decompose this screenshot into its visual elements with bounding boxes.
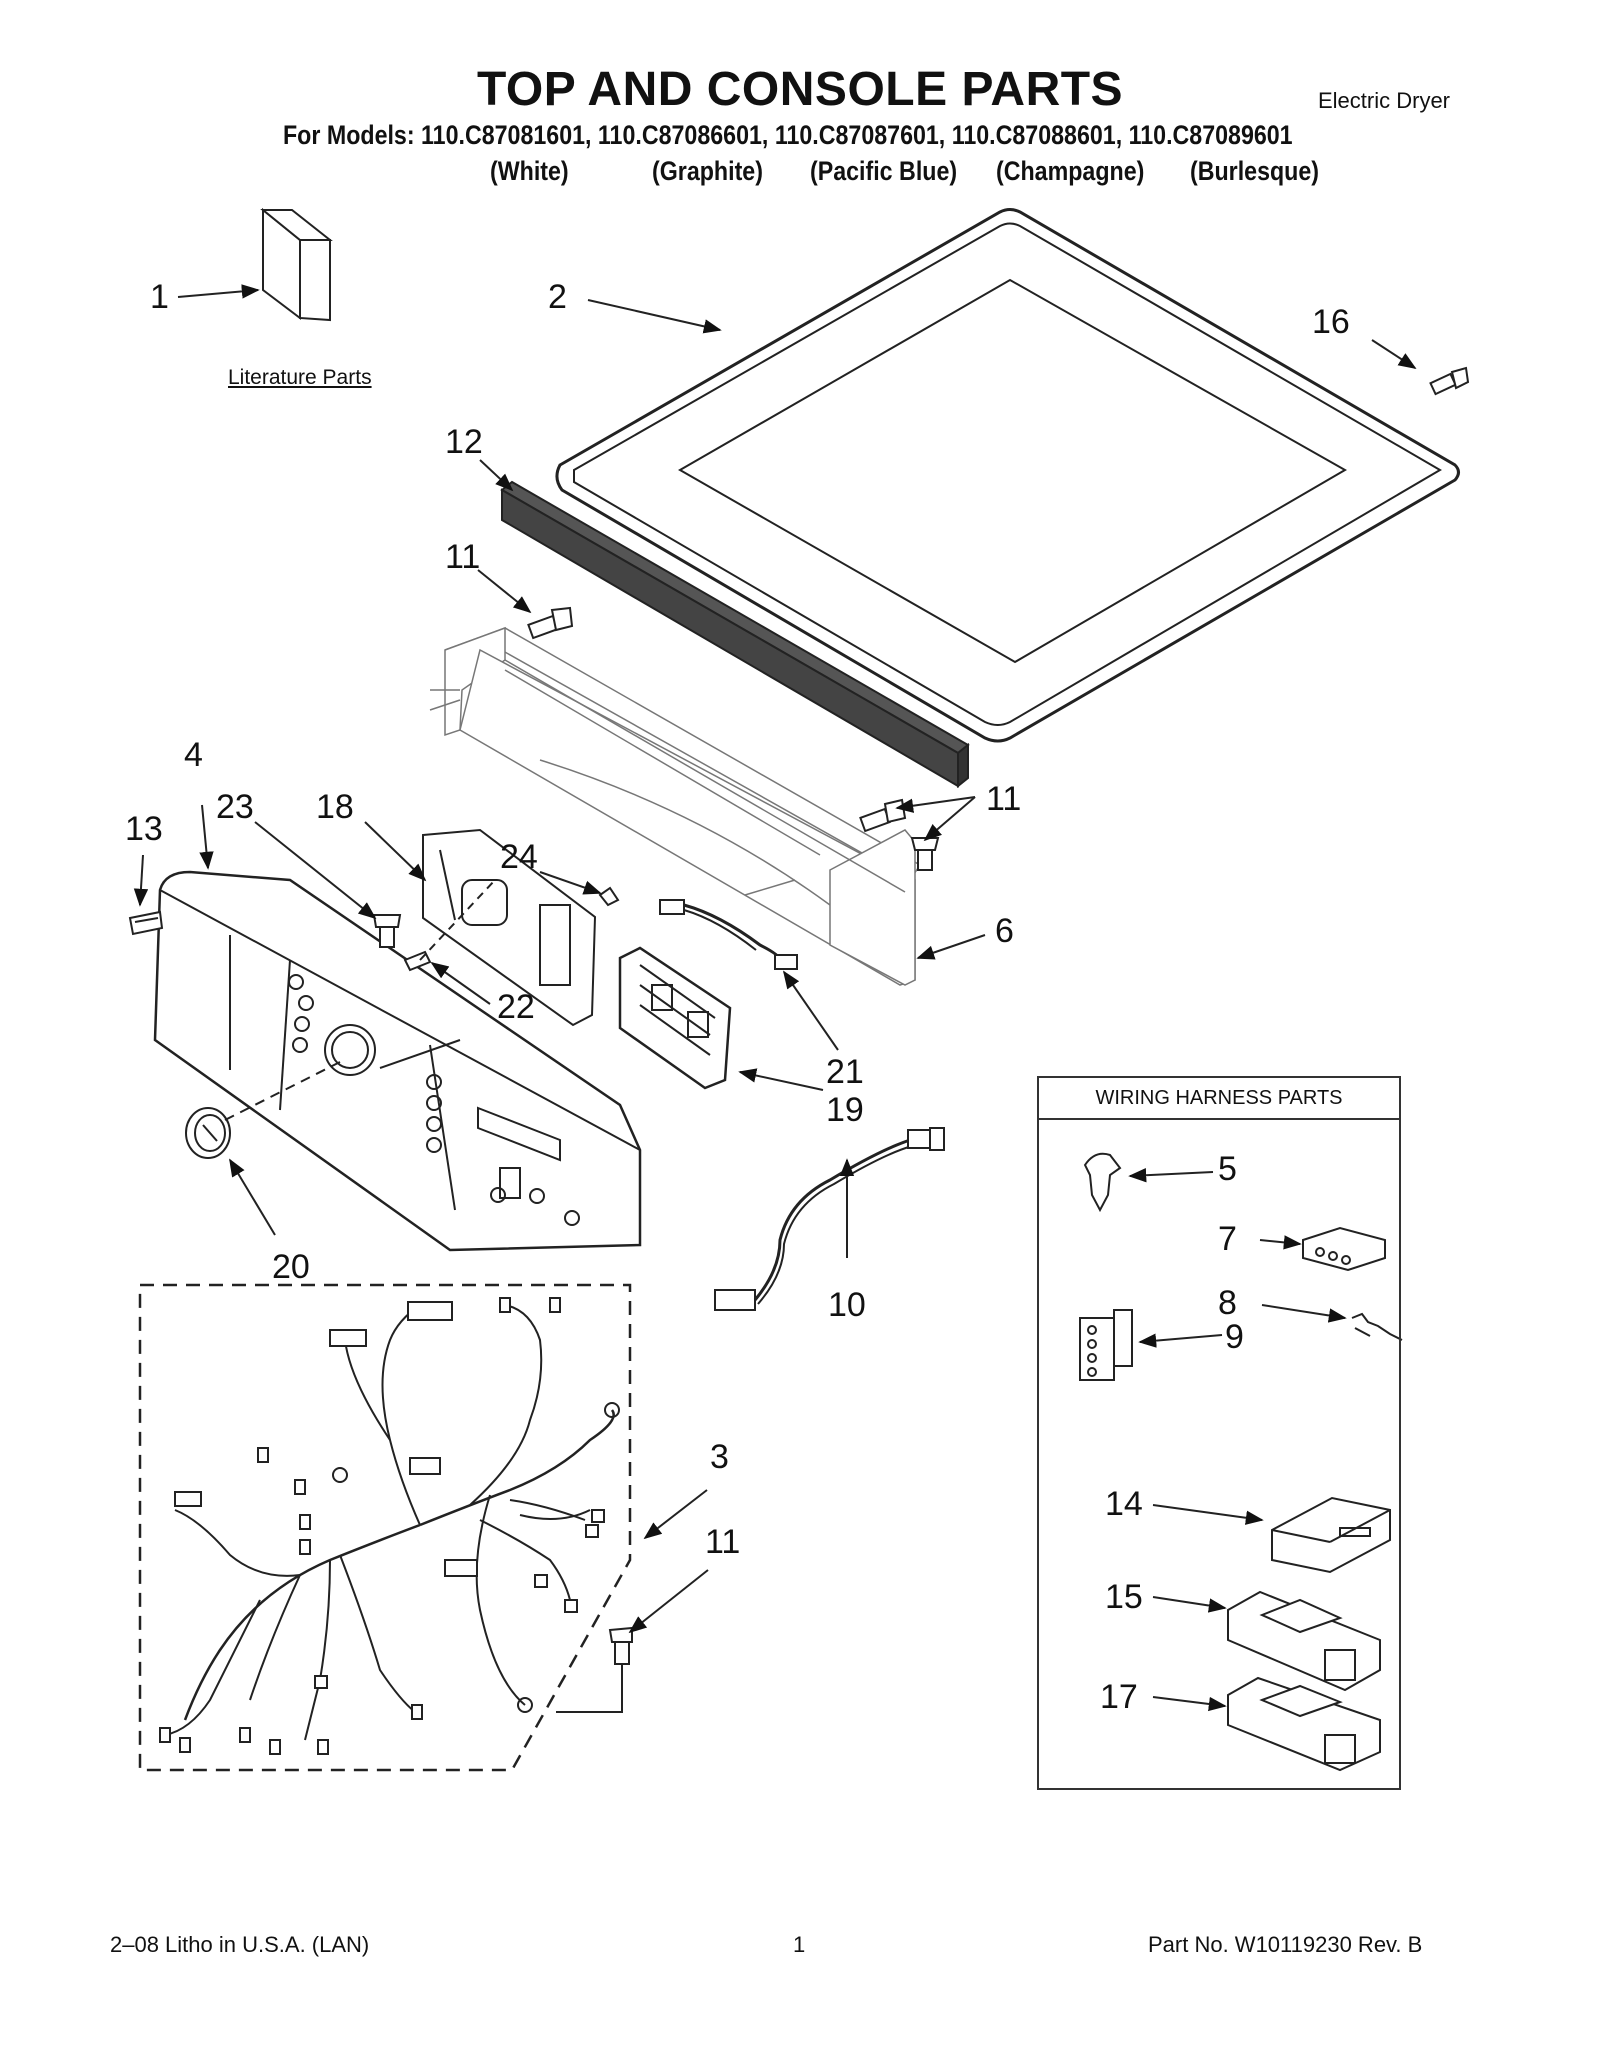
literature-booklet-part — [260, 207, 333, 322]
clip-part-13 — [128, 910, 164, 936]
callout-22: 22 — [497, 988, 535, 1026]
jumper-wire-part — [659, 899, 798, 970]
ui-board-housing-part — [422, 828, 597, 1027]
callout-21: 21 — [826, 1053, 864, 1091]
console-panel-part — [153, 870, 642, 1252]
callout-11-middle: 11 — [986, 780, 1022, 818]
main-wire-harness-part — [138, 1283, 632, 1772]
wire-clip-part-5 — [1083, 1152, 1122, 1213]
callout-1: 1 — [150, 278, 169, 316]
control-board-part — [618, 946, 732, 1090]
callout-17: 17 — [1100, 1678, 1138, 1716]
screw-part-16 — [1429, 366, 1470, 396]
knob-alignment-line — [224, 1061, 341, 1121]
callout-11-top: 11 — [445, 538, 481, 576]
pin-part-22 — [403, 950, 432, 972]
color-pacific-blue: (Pacific Blue) — [810, 156, 958, 186]
callout-6: 6 — [995, 912, 1014, 950]
connector-housing-part-17 — [1227, 1676, 1381, 1772]
callout-20: 20 — [272, 1248, 310, 1286]
callout-23: 23 — [216, 788, 254, 826]
pin-alignment-line — [419, 879, 496, 961]
product-type: Electric Dryer — [1318, 88, 1451, 113]
connector-part-14 — [1271, 1496, 1391, 1574]
footer-part-number: Part No. W10119230 Rev. B — [1148, 1932, 1423, 1957]
connector-part-7 — [1302, 1226, 1386, 1272]
wiring-harness-parts-box — [1037, 1076, 1401, 1790]
page-title: TOP AND CONSOLE PARTS — [476, 63, 1124, 116]
callout-4: 4 — [184, 736, 203, 774]
callout-5: 5 — [1218, 1150, 1237, 1188]
callout-9: 9 — [1225, 1318, 1244, 1356]
console-bracket-part — [429, 626, 922, 986]
gasket-strip-part — [500, 480, 970, 789]
callout-24: 24 — [500, 838, 538, 876]
clip-part-24 — [598, 886, 620, 907]
color-graphite: (Graphite) — [652, 156, 763, 186]
literature-parts-label: Literature Parts — [228, 366, 372, 389]
screw-part-11-top — [527, 606, 574, 640]
callout-10: 10 — [828, 1286, 866, 1324]
wiring-harness-parts-title: WIRING HARNESS PARTS — [1037, 1076, 1401, 1120]
color-burlesque: (Burlesque) — [1190, 156, 1320, 186]
screw-part-11-middle — [859, 798, 940, 871]
connector-part-9 — [1079, 1309, 1133, 1381]
callout-15: 15 — [1105, 1578, 1143, 1616]
callout-14: 14 — [1105, 1485, 1143, 1523]
callout-arrows — [133, 284, 1417, 1712]
screw-part-23 — [372, 914, 402, 948]
connector-housing-part-15 — [1227, 1590, 1381, 1692]
callout-11-bottom: 11 — [705, 1523, 741, 1561]
wire-harness-part-10 — [714, 1127, 945, 1311]
footer-page-number: 1 — [793, 1932, 806, 1957]
callout-3: 3 — [710, 1438, 729, 1476]
callout-13: 13 — [125, 810, 163, 848]
knob-part-20 — [185, 1107, 231, 1159]
callout-16: 16 — [1312, 303, 1350, 341]
callout-19: 19 — [826, 1091, 864, 1129]
callout-2: 2 — [548, 278, 567, 316]
color-champagne: (Champagne) — [996, 156, 1145, 186]
callout-18: 18 — [316, 788, 354, 826]
footer-litho: 2–08 Litho in U.S.A. (LAN) — [110, 1932, 370, 1957]
models-line: For Models: 110.C87081601, 110.C87086601… — [283, 120, 1293, 150]
screw-part-11-bottom — [556, 1626, 633, 1713]
terminal-part-8 — [1351, 1312, 1403, 1341]
callout-8: 8 — [1218, 1284, 1237, 1322]
color-white: (White) — [490, 156, 569, 186]
top-panel-part — [555, 208, 1460, 743]
callout-12: 12 — [445, 423, 483, 461]
callout-7: 7 — [1218, 1220, 1237, 1258]
